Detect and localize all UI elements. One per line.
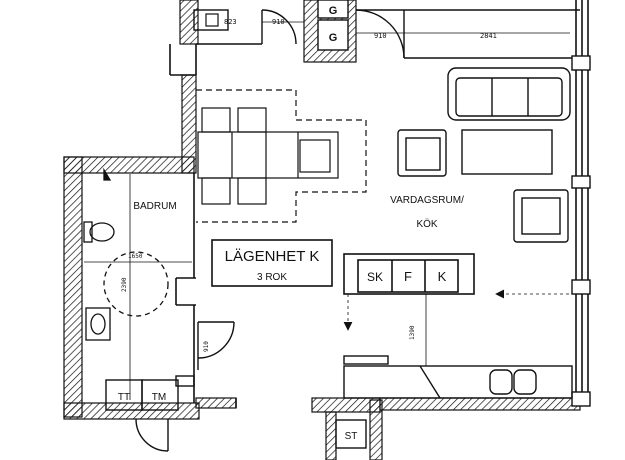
wall-storage-right	[369, 399, 383, 460]
dim-823: 823	[224, 18, 237, 26]
wall-upper-left	[179, 0, 199, 45]
armchair-right	[513, 189, 569, 243]
apartment-rooms: 3 ROK	[257, 272, 287, 283]
doors	[135, 9, 405, 452]
facade-windows	[571, 55, 591, 407]
laundry	[105, 375, 195, 411]
wall-bathroom-left	[63, 156, 83, 418]
storage-label: ST	[345, 431, 358, 442]
dining-area	[196, 89, 367, 223]
dryer-label: TM	[152, 392, 166, 403]
kitchen-dimensions	[343, 289, 570, 366]
dim-910-a: 910	[272, 18, 285, 26]
washer-label: TT	[118, 392, 130, 403]
wardrobe-top-label: G	[329, 5, 338, 17]
wall-hall-left	[181, 74, 197, 174]
storage-box	[335, 419, 367, 449]
dim-910-door: 910	[203, 341, 210, 352]
apartment-name: LÄGENHET K	[225, 248, 320, 265]
outline-walls	[169, 0, 589, 408]
wall-storage-left	[325, 411, 337, 460]
bathroom-fixtures	[83, 167, 192, 400]
dim-910-b: 910	[374, 32, 387, 40]
coffee-table	[461, 129, 553, 175]
top-left-cabinet-inner	[205, 13, 219, 27]
dim-2390: 2390	[121, 277, 128, 292]
dim-1650: 1650	[128, 253, 143, 260]
stove-label: SK	[367, 270, 383, 284]
dim-1390: 1390	[409, 325, 416, 340]
dim-2841: 2841	[480, 32, 497, 40]
kitchen-island	[343, 253, 475, 295]
sofa	[447, 67, 571, 121]
structural-walls	[63, 0, 581, 460]
apartment-title-box	[211, 239, 333, 287]
kitchen-counter	[343, 355, 573, 399]
fridge-label: K	[438, 269, 447, 284]
wall-bottom-right	[379, 397, 581, 411]
wall-bathroom-bottom	[63, 402, 200, 420]
room-living-label-2: KÖK	[416, 218, 437, 230]
freezer-label: F	[404, 269, 412, 284]
room-living-label-1: VARDAGSRUM/	[390, 195, 464, 206]
wardrobe-bottom-label: G	[329, 32, 338, 44]
top-left-cabinet	[193, 9, 229, 31]
dimensions-top	[262, 21, 570, 34]
armchair-left	[397, 129, 447, 177]
room-bathroom-label: BADRUM	[133, 201, 176, 212]
wall-bathroom-top	[63, 156, 195, 174]
wardrobes: G G	[317, 0, 349, 51]
wall-bottom-left	[195, 397, 237, 409]
